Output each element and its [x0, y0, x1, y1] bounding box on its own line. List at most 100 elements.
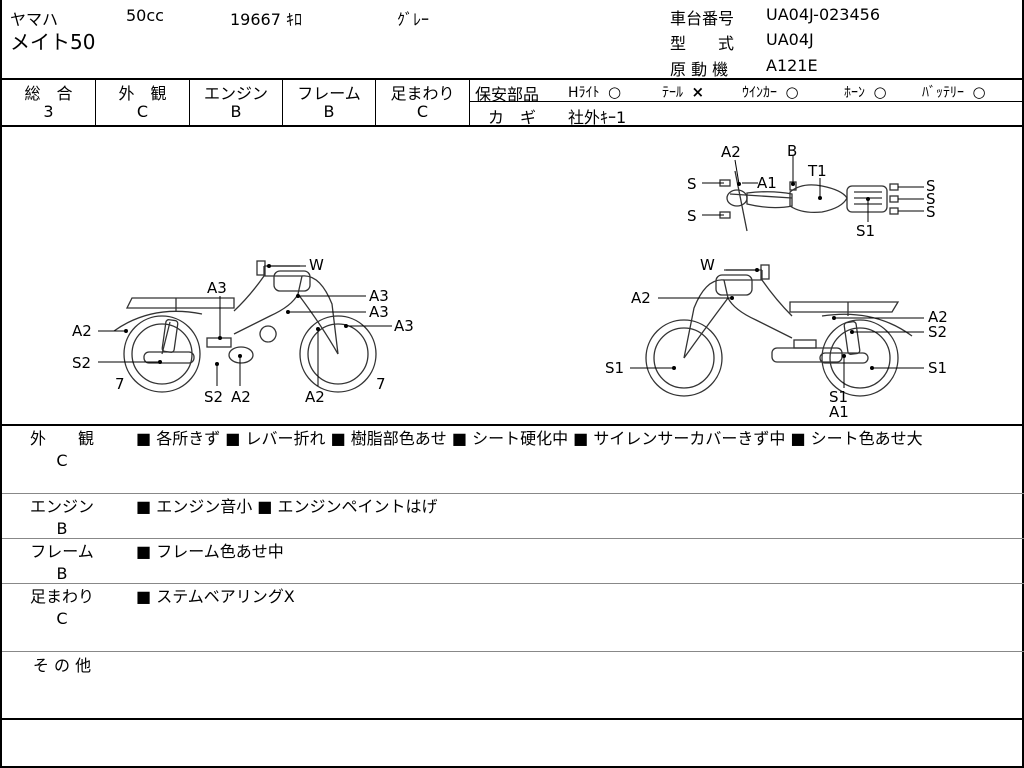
chassis-label: 車台番号	[670, 9, 735, 28]
safety-item-mark: ○	[785, 83, 799, 101]
note-category-label: 足まわり	[29, 587, 94, 606]
diagram-label: B	[787, 142, 797, 160]
grade-value-frame: B	[323, 102, 335, 121]
note-category: フレーム B	[2, 541, 122, 585]
note-text: ■ エンジン音小 ■ エンジンペイントはげ	[136, 497, 438, 516]
diagram-label: A2	[721, 143, 741, 161]
diagram-label: S2	[928, 323, 947, 341]
safety-item-name: ﾊﾞｯﾃﾘｰ	[922, 85, 964, 101]
diagram-label: S2	[72, 354, 91, 372]
diagram-label: T1	[807, 162, 827, 180]
mileage: 19667 ｷﾛ	[230, 10, 302, 29]
diagram-label: S2	[204, 388, 223, 406]
note-category: そ の 他	[2, 655, 122, 677]
diagram-label: S	[926, 177, 936, 195]
type-label: 型 式	[670, 34, 735, 53]
note-text: ■ ステムベアリングX	[136, 587, 295, 606]
note-row-frame: フレーム B ■ フレーム色あせ中	[2, 539, 1024, 583]
note-category-label: エンジン	[29, 497, 94, 516]
diagram-label: S1	[856, 222, 875, 240]
note-row-suspension: 足まわり C ■ ステムベアリングX	[2, 584, 1024, 650]
note-row-engine: エンジン B ■ エンジン音小 ■ エンジンペイントはげ	[2, 494, 1024, 538]
divider	[2, 718, 1024, 720]
diagram-label: S1	[605, 359, 624, 377]
divider	[282, 78, 283, 125]
model-name: メイト50	[10, 30, 96, 54]
diagram-label: A2	[631, 289, 651, 307]
diagram-label: S	[687, 175, 697, 193]
note-row-other: そ の 他	[2, 653, 1024, 717]
divider	[2, 424, 1024, 426]
diagram-label: S	[926, 203, 936, 221]
type-value: UA04J	[766, 30, 814, 49]
grade-label-suspension: 足まわり	[390, 84, 455, 103]
chassis-value: UA04J-023456	[766, 5, 881, 24]
safety-item-headlight: Hﾗｲﾄ ○	[568, 82, 621, 102]
safety-item-name: ｳｲﾝｶｰ	[742, 85, 777, 101]
safety-item-name: ﾃｰﾙ	[662, 85, 683, 101]
maker: ヤマハ	[10, 10, 59, 29]
safety-item-winker: ｳｲﾝｶｰ ○	[742, 82, 799, 102]
divider	[189, 78, 190, 125]
grade-label-exterior: 外 観	[118, 84, 167, 103]
divider	[2, 651, 1024, 652]
note-category: エンジン B	[2, 496, 122, 540]
safety-item-mark: ×	[691, 83, 705, 101]
engine-value: A121E	[766, 56, 818, 75]
diagram-label: A2	[72, 322, 92, 340]
engine-label: 原 動 機	[670, 60, 729, 79]
damage-diagram: A2 B T1 S A1 S S S S S1	[72, 142, 948, 421]
note-text: ■ 各所きず ■ レバー折れ ■ 樹脂部色あせ ■ シート硬化中 ■ サイレンサ…	[136, 429, 923, 448]
diagram-label: A1	[829, 403, 849, 421]
safety-item-name: ﾎｰﾝ	[844, 85, 865, 101]
diagram-label: A1	[757, 174, 777, 192]
note-category: 外 観 C	[2, 428, 122, 472]
note-grade: C	[56, 609, 68, 628]
diagram-label: A3	[369, 287, 389, 305]
key-value: 社外ｷｰ1	[568, 108, 627, 127]
diagram-label: W	[700, 256, 715, 274]
divider	[2, 766, 1024, 768]
safety-item-mark: ○	[972, 83, 986, 101]
grade-value-engine: B	[230, 102, 242, 121]
diagram-label: 7	[115, 375, 125, 393]
safety-item-horn: ﾎｰﾝ ○	[844, 82, 887, 102]
diagram-label: S1	[928, 359, 947, 377]
divider	[2, 125, 1024, 127]
note-category: 足まわり C	[2, 586, 122, 630]
diagram-label: A2	[928, 308, 948, 326]
grade-value-total: 3	[43, 102, 54, 121]
note-row-exterior: 外 観 C ■ 各所きず ■ レバー折れ ■ 樹脂部色あせ ■ シート硬化中 ■…	[2, 426, 1024, 492]
grade-label-frame: フレーム	[297, 84, 361, 103]
safety-item-mark: ○	[607, 83, 622, 101]
divider	[2, 583, 1024, 584]
note-grade: C	[56, 451, 68, 470]
safety-label: 保安部品	[475, 85, 540, 104]
diagram-label: W	[309, 256, 324, 274]
diagram-label: A2	[305, 388, 325, 406]
safety-item-mark: ○	[873, 83, 887, 101]
safety-item-name: Hﾗｲﾄ	[568, 85, 600, 101]
divider	[2, 493, 1024, 494]
note-grade: B	[56, 564, 68, 583]
diagram-label: S	[687, 207, 697, 225]
safety-item-tail: ﾃｰﾙ ×	[662, 82, 704, 102]
right-side-bike	[645, 264, 913, 397]
divider	[2, 538, 1024, 539]
diagram-label: S1	[829, 388, 848, 406]
note-grade: B	[56, 519, 68, 538]
safety-item-battery: ﾊﾞｯﾃﾘｰ ○	[922, 82, 986, 102]
note-category-label: フレーム	[30, 542, 94, 561]
grade-label-engine: エンジン	[203, 84, 268, 103]
left-side-bike	[113, 260, 377, 393]
key-label: カ ギ	[488, 108, 537, 127]
diagram-label: S	[926, 190, 936, 208]
note-category-label: そ の 他	[32, 656, 92, 675]
divider	[469, 101, 1024, 102]
color: ｸﾞﾚｰ	[397, 10, 430, 29]
displacement: 50cc	[126, 6, 164, 25]
diagram-label: A3	[394, 317, 414, 335]
divider	[95, 78, 96, 125]
note-category-label: 外 観	[29, 429, 94, 448]
